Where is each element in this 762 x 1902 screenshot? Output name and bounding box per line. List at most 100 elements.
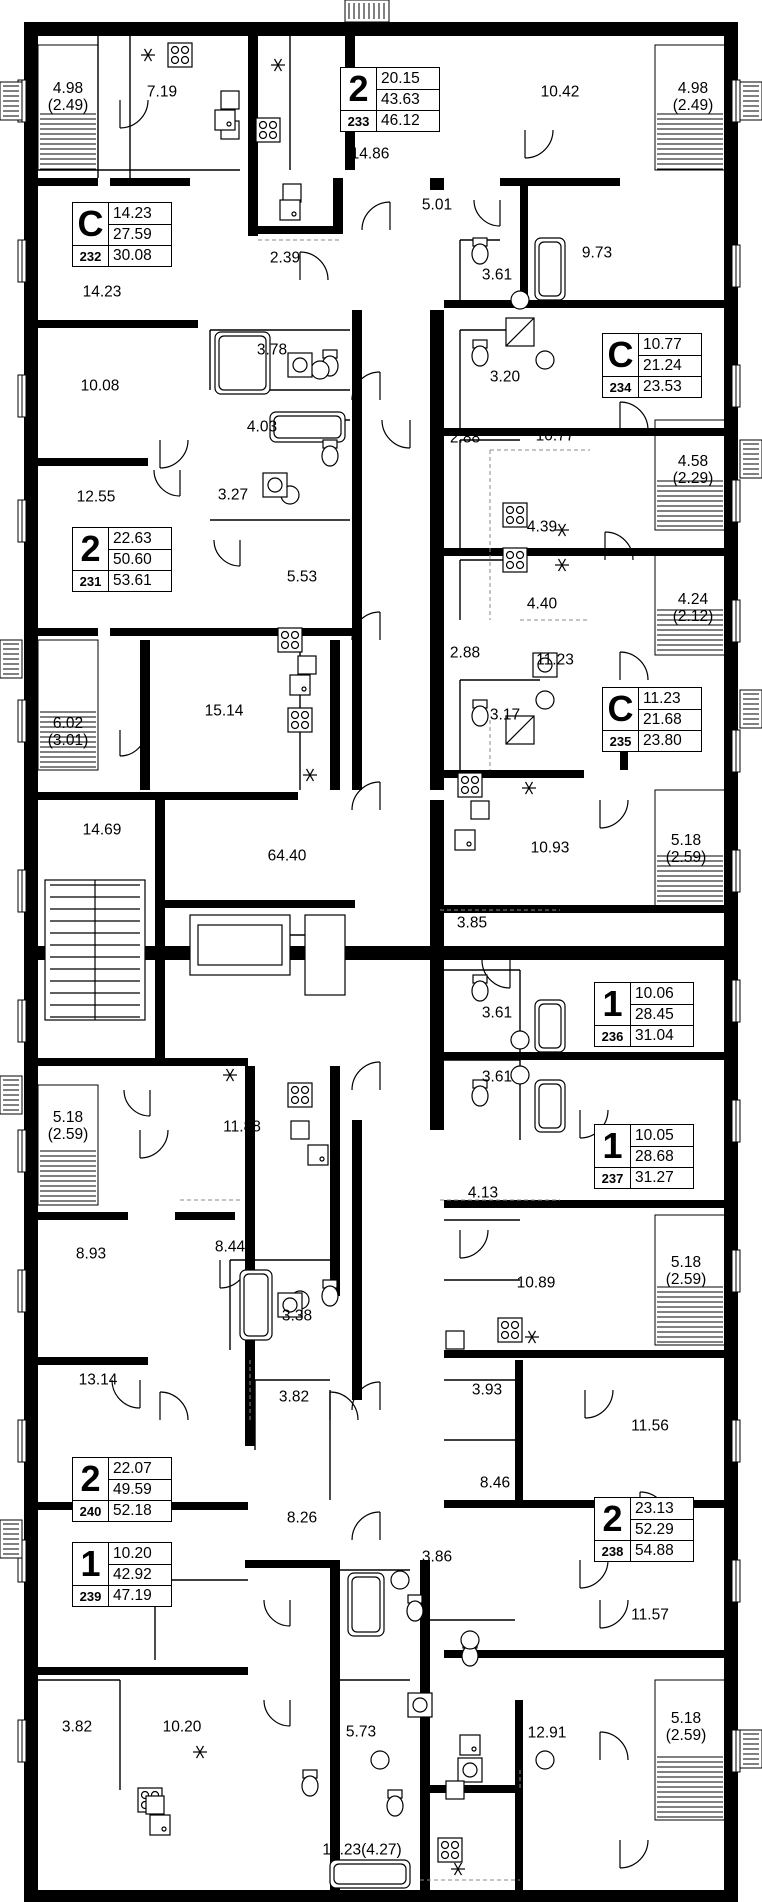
stove-icon bbox=[255, 117, 281, 143]
door-swing-arc bbox=[351, 371, 381, 401]
toilet-bowl bbox=[471, 1085, 489, 1107]
door-swing-arc bbox=[524, 129, 554, 159]
door-swing-arc bbox=[299, 251, 329, 281]
wall-segment bbox=[110, 178, 190, 186]
apartment-total-area: 42.92 bbox=[109, 1564, 171, 1585]
apartment-number: 237 bbox=[595, 1167, 631, 1188]
wall-segment bbox=[155, 900, 355, 908]
wall-segment bbox=[38, 320, 198, 328]
washbasin-icon bbox=[460, 1630, 480, 1650]
room-area-label: 3.38 bbox=[281, 1307, 313, 1325]
snowflake-stroke bbox=[273, 58, 283, 72]
balcony-outline bbox=[654, 44, 726, 171]
wall-segment bbox=[330, 1066, 340, 1296]
door-swing-arc bbox=[263, 1699, 291, 1727]
sink-drain bbox=[301, 686, 307, 692]
room-area-label: 5.18 (2.59) bbox=[47, 1109, 89, 1143]
apartment-type: 2 bbox=[73, 528, 109, 570]
wall-segment bbox=[155, 800, 165, 1058]
balcony-outline bbox=[654, 554, 726, 656]
burner bbox=[180, 55, 190, 65]
burner bbox=[290, 630, 300, 640]
burner bbox=[268, 120, 278, 130]
apartment-type: 2 bbox=[73, 1458, 109, 1500]
snowflake-icon bbox=[525, 1330, 539, 1344]
room-area-label: 10.20 bbox=[162, 1718, 202, 1736]
wall-segment bbox=[420, 1785, 520, 1793]
burner bbox=[470, 775, 480, 785]
bathtub-inner bbox=[218, 335, 267, 391]
door-swing-arc bbox=[119, 729, 147, 757]
apartment-type: C bbox=[603, 334, 639, 376]
wall-segment bbox=[24, 22, 38, 960]
room-area-label: 5.18 (2.59) bbox=[665, 832, 707, 866]
apartment-type: C bbox=[73, 203, 109, 245]
apartment-living-area: 22.07 bbox=[113, 1459, 152, 1477]
wall-segment bbox=[500, 178, 620, 186]
door-swing-arc bbox=[599, 799, 629, 829]
snowflake-icon bbox=[223, 1068, 237, 1082]
door-swing-arc bbox=[159, 439, 189, 469]
room-area-label: 3.61 bbox=[481, 1068, 513, 1086]
apartment-living-area: 23.13 bbox=[635, 1499, 674, 1517]
stove-icon bbox=[437, 1837, 463, 1863]
washbasin-icon bbox=[510, 290, 530, 310]
door-swing-arc bbox=[584, 1389, 614, 1419]
room-area-label: 5.53 bbox=[286, 568, 318, 586]
wall-segment bbox=[352, 310, 362, 790]
room-area-label: 3.17 bbox=[489, 706, 521, 724]
sink-icon bbox=[289, 674, 311, 696]
wall-segment bbox=[444, 1200, 724, 1208]
wall-segment bbox=[444, 1350, 724, 1358]
room-area-label: 8.44 bbox=[214, 1238, 246, 1256]
wall-segment bbox=[333, 178, 343, 234]
apartment-living-area: 10.06 bbox=[635, 984, 674, 1002]
burner bbox=[515, 550, 525, 560]
shower-diag bbox=[505, 317, 535, 347]
room-area-label: 10.89 bbox=[516, 1274, 556, 1292]
apartment-total-area: 49.59 bbox=[109, 1479, 171, 1500]
apartment-total-area: 52.29 bbox=[631, 1519, 693, 1540]
room-area-label: 8.26 bbox=[286, 1509, 318, 1527]
door-swing-arc bbox=[481, 959, 511, 989]
toilet-bowl bbox=[301, 1775, 319, 1797]
ac-unit bbox=[344, 0, 390, 23]
washing-machine-drum bbox=[537, 657, 553, 673]
snowflake-icon bbox=[522, 781, 536, 795]
fridge-icon bbox=[220, 90, 240, 110]
sink-drain bbox=[466, 841, 472, 847]
apartment-type: 1 bbox=[595, 983, 631, 1025]
toilet-bowl bbox=[471, 345, 489, 367]
balcony-outline bbox=[189, 1899, 511, 1902]
balcony-outline bbox=[654, 789, 726, 911]
washbasin-icon bbox=[310, 360, 330, 380]
apartment-living-area: 22.63 bbox=[113, 529, 152, 547]
room-area-label: 11.57 bbox=[631, 1606, 669, 1624]
apartment-total-with-balcony: 54.88 bbox=[631, 1540, 693, 1561]
balconies bbox=[37, 44, 726, 1902]
room-area-label: 14.86 bbox=[350, 145, 390, 163]
sink-drain bbox=[291, 211, 297, 217]
snowflake-stroke bbox=[524, 781, 534, 795]
apartment-total-with-balcony: 52.18 bbox=[109, 1500, 171, 1521]
door-swing-arc bbox=[473, 199, 501, 227]
apartment-number: 234 bbox=[603, 376, 639, 397]
wall-segment bbox=[444, 300, 724, 308]
washbasin-icon bbox=[535, 350, 555, 370]
snowflake-icon bbox=[555, 558, 569, 572]
room-area-label: 14.23(4.27) bbox=[322, 1841, 402, 1859]
apartment-number: 232 bbox=[73, 245, 109, 266]
door-swing-arc bbox=[139, 1129, 169, 1159]
room-area-label: 10.77 bbox=[535, 427, 575, 445]
washing-machine-drum bbox=[292, 357, 308, 373]
burner bbox=[170, 45, 180, 55]
snowflake-stroke bbox=[557, 523, 567, 537]
burner bbox=[510, 1320, 520, 1330]
door-swing-arc bbox=[111, 1379, 141, 1409]
stove-icon bbox=[287, 707, 313, 733]
sink-icon bbox=[149, 1814, 171, 1836]
apartment-total-area: 28.45 bbox=[631, 1004, 693, 1025]
washbasin-icon bbox=[510, 1065, 530, 1085]
room-area-label: 2.88 bbox=[449, 429, 481, 447]
